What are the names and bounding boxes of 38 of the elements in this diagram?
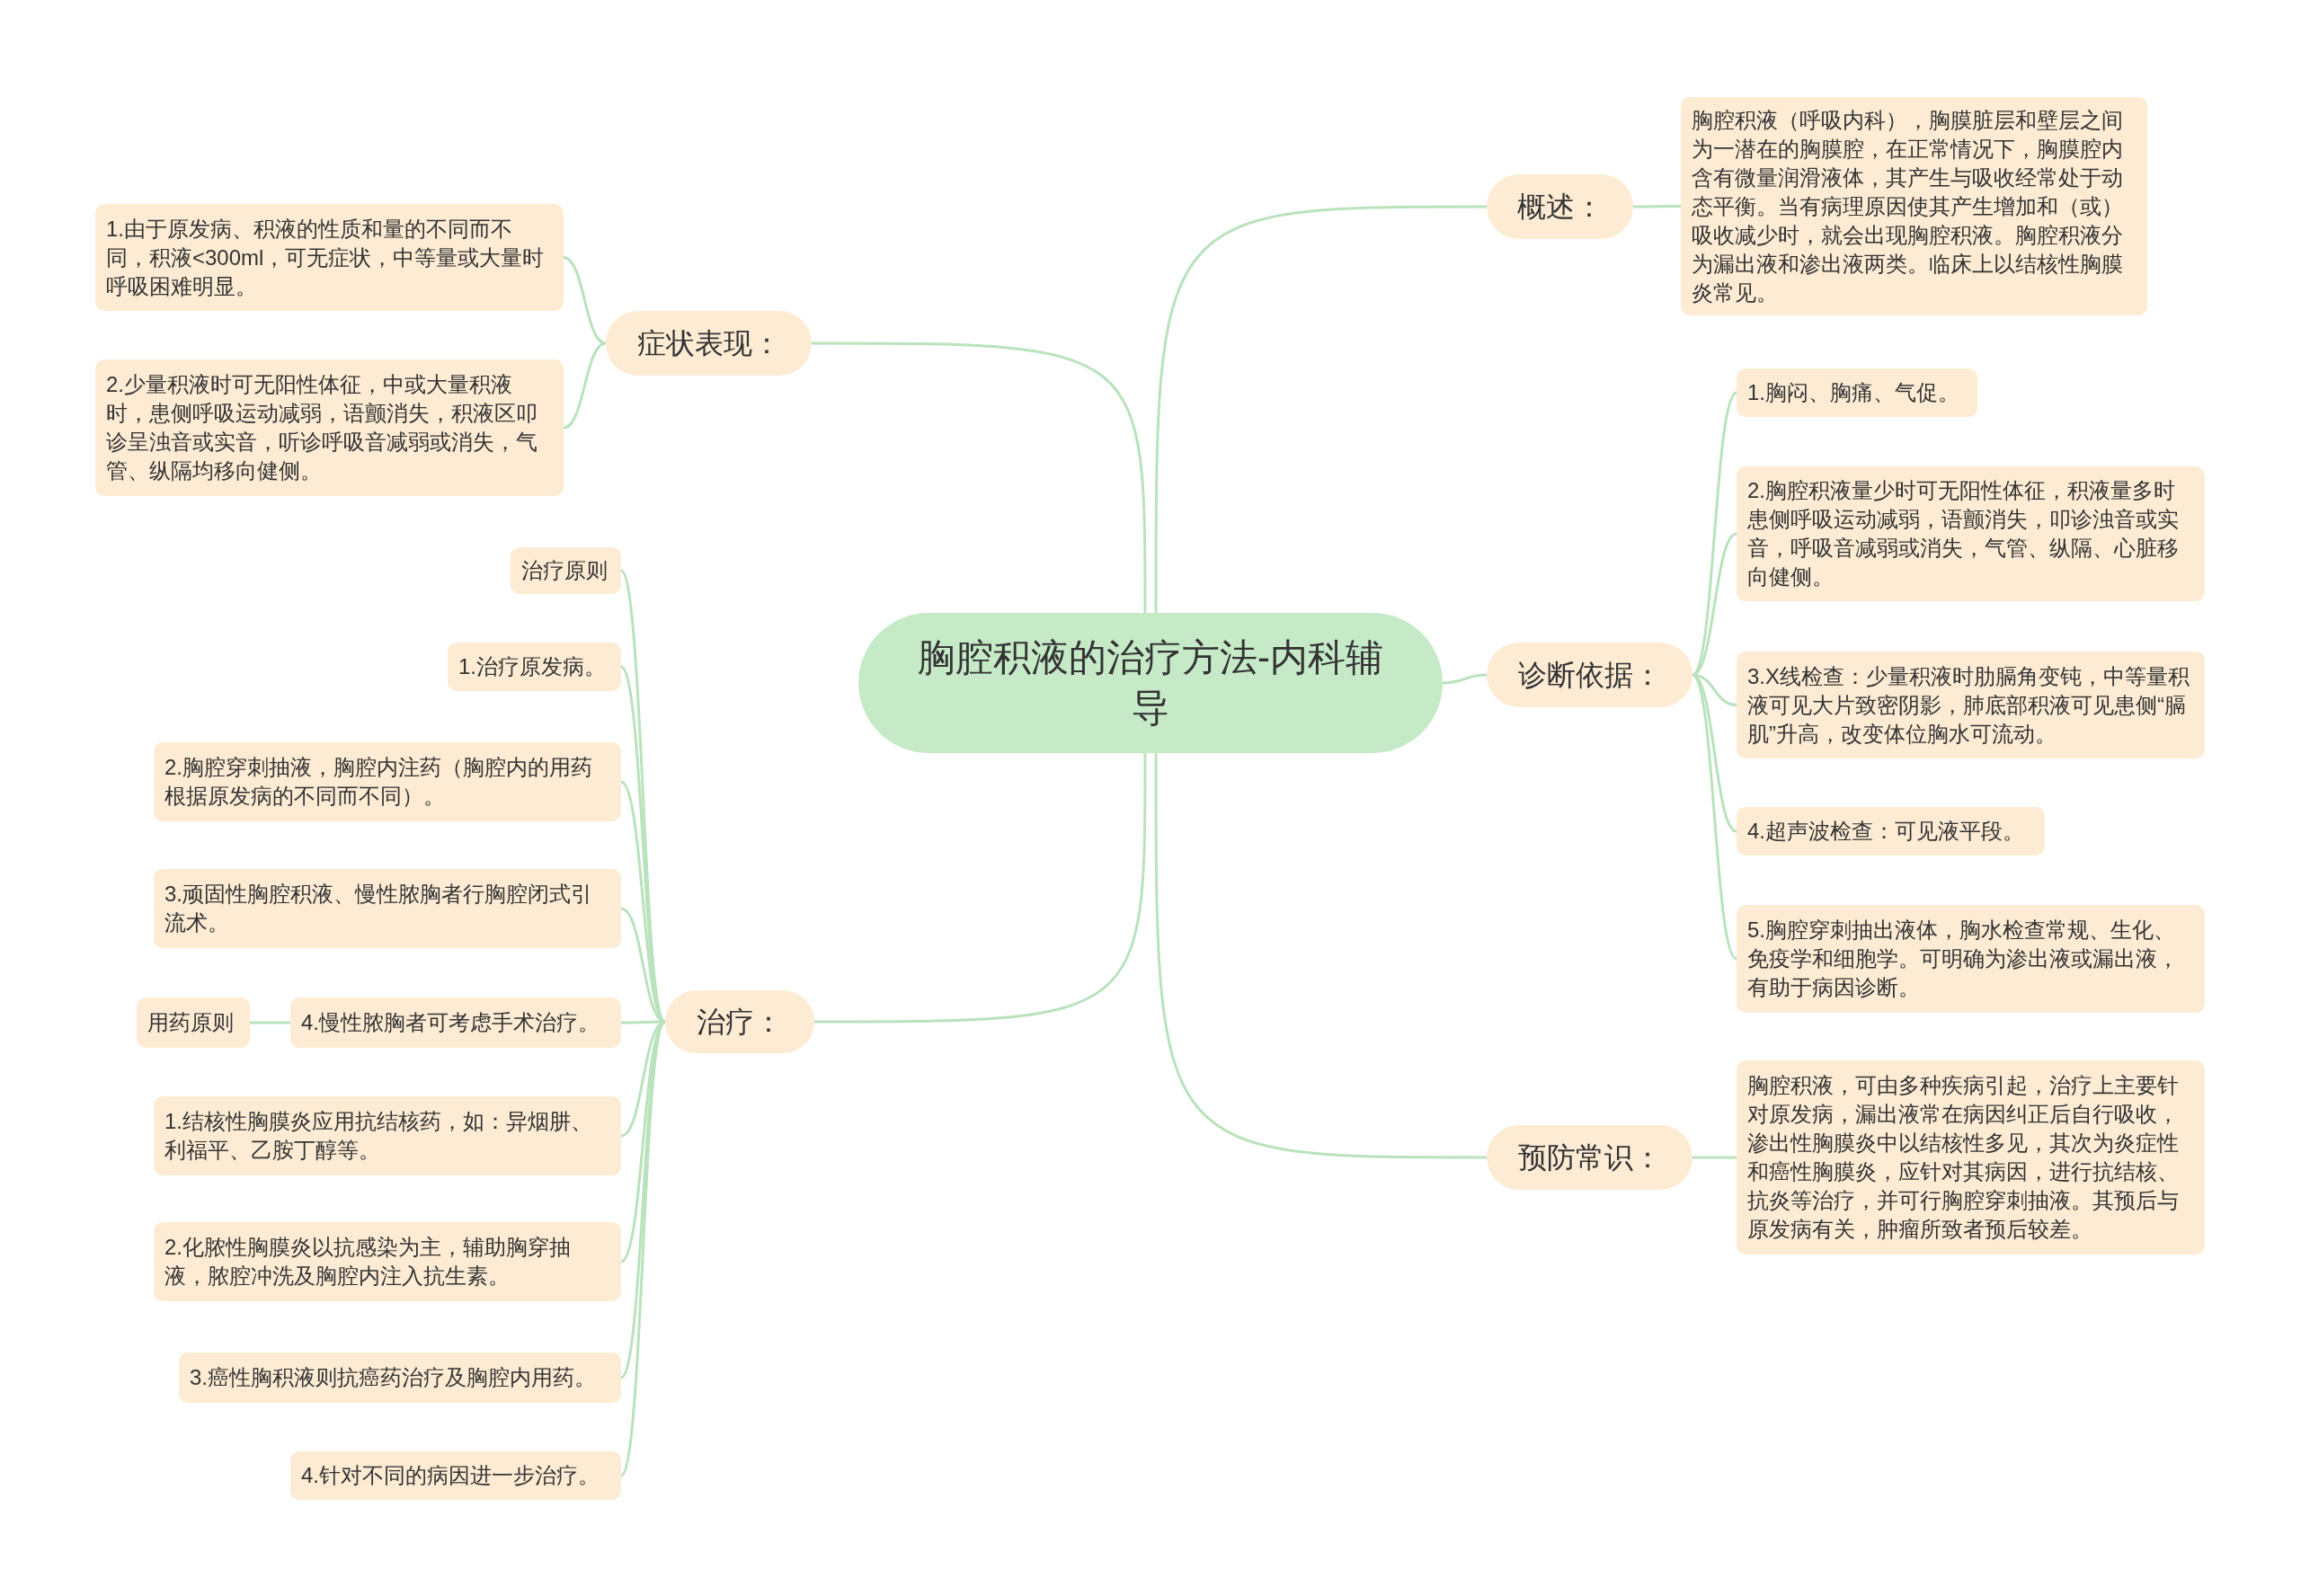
connector-line xyxy=(619,1021,667,1476)
branch-topic: 预防常识： xyxy=(1487,1125,1692,1190)
connector-line xyxy=(1633,205,1681,208)
topic-box: 3.X线检查：少量积液时肋膈角变钝，中等量积液可见大片致密阴影，肺底部积液可见患侧“膈肌”升高，改变体位胸水可流动。 xyxy=(1737,652,2205,758)
topic-box: 2.胸腔穿刺抽液，胸腔内注药（胸腔内的用药根据原发病的不同而不同）。 xyxy=(154,742,621,821)
topic-box: 用药原则 xyxy=(137,998,250,1048)
branch-topic: 概述： xyxy=(1487,174,1633,239)
branch-topic: 症状表现： xyxy=(606,311,812,376)
topic-box: 1.胸闷、胸痛、气促。 xyxy=(1737,368,1977,417)
connector-line xyxy=(1154,205,1487,613)
topic-box: 3.顽固性胸腔积液、慢性脓胸者行胸腔闭式引流术。 xyxy=(154,869,621,948)
topic-box: 3.癌性胸积液则抗癌药治疗及胸腔内用药。 xyxy=(179,1352,621,1403)
topic-box: 5.胸腔穿刺抽出液体，胸水检查常规、生化、免疫学和细胞学。可明确为渗出液或漏出液，有助于病因诊断。 xyxy=(1737,905,2205,1013)
topic-box: 4.超声波检查：可见液平段。 xyxy=(1737,807,2045,856)
topic-box: 2.少量积液时可无阳性体征，中或大量积液时，患侧呼吸运动减弱，语颤消失，积液区叩诊呈浊音或实音，听诊呼吸音减弱或消失，气管、纵隔均移向健侧。 xyxy=(95,359,564,496)
topic-box: 胸腔积液（呼吸内科），胸膜脏层和壁层之间为一潜在的胸膜腔，在正常情况下，胸膜腔内含有微量润滑液体，其产生与吸收经常处于动态平衡。当有病理原因使其产生增加和（或）吸收减少时，就会出现胸腔积液。胸腔积液分为漏出液和渗出液两类。临床上以结核性胸膜炎常见。 xyxy=(1681,97,2147,315)
connector-line xyxy=(619,570,667,1023)
topic-box: 1.治疗原发病。 xyxy=(448,643,621,691)
branch-topic: 诊断依据： xyxy=(1487,643,1692,707)
branch-topic: 治疗： xyxy=(665,990,814,1053)
central-topic: 胸腔积液的治疗方法-内科辅导 xyxy=(858,613,1443,753)
topic-box: 4.针对不同的病因进一步治疗。 xyxy=(290,1451,621,1500)
connector-line xyxy=(563,341,607,430)
connector-line xyxy=(1154,753,1487,1159)
connector-line xyxy=(563,256,607,345)
topic-box: 2.胸腔积液量少时可无阳性体征，积液量多时患侧呼吸运动减弱，语颤消失，叩诊浊音或实音，呼吸音减弱或消失，气管、纵隔、心脏移向健侧。 xyxy=(1737,466,2205,601)
connector-line xyxy=(250,1021,290,1024)
topic-box: 1.结核性胸膜炎应用抗结核药，如：异烟肼、利福平、乙胺丁醇等。 xyxy=(154,1096,621,1175)
connector-line xyxy=(812,341,1147,613)
connector-line xyxy=(1442,673,1488,685)
topic-box: 2.化脓性胸膜炎以抗感染为主，辅助胸穿抽液，脓腔冲洗及胸腔内注入抗生素。 xyxy=(154,1222,621,1301)
topic-box: 治疗原则 xyxy=(511,547,621,594)
topic-box: 1.由于原发病、积液的性质和量的不同而不同，积液<300ml，可无症状，中等量或大量时呼吸困难明显。 xyxy=(95,204,564,311)
connector-line xyxy=(1692,1156,1737,1159)
connector-line xyxy=(814,753,1147,1024)
topic-box: 胸腔积液，可由多种疾病引起，治疗上主要针对原发病，漏出液常在病因纠正后自行吸收，渗出性胸膜炎中以结核性多见，其次为炎症性和癌性胸膜炎，应针对其病因，进行抗结核、抗炎等治疗，并可行胸腔穿刺抽液。其预后与原发病有关，肿瘤所致者预后较差。 xyxy=(1737,1060,2205,1255)
topic-box: 4.慢性脓胸者可考虑手术治疗。 xyxy=(290,998,621,1048)
connector-line xyxy=(1691,674,1738,960)
